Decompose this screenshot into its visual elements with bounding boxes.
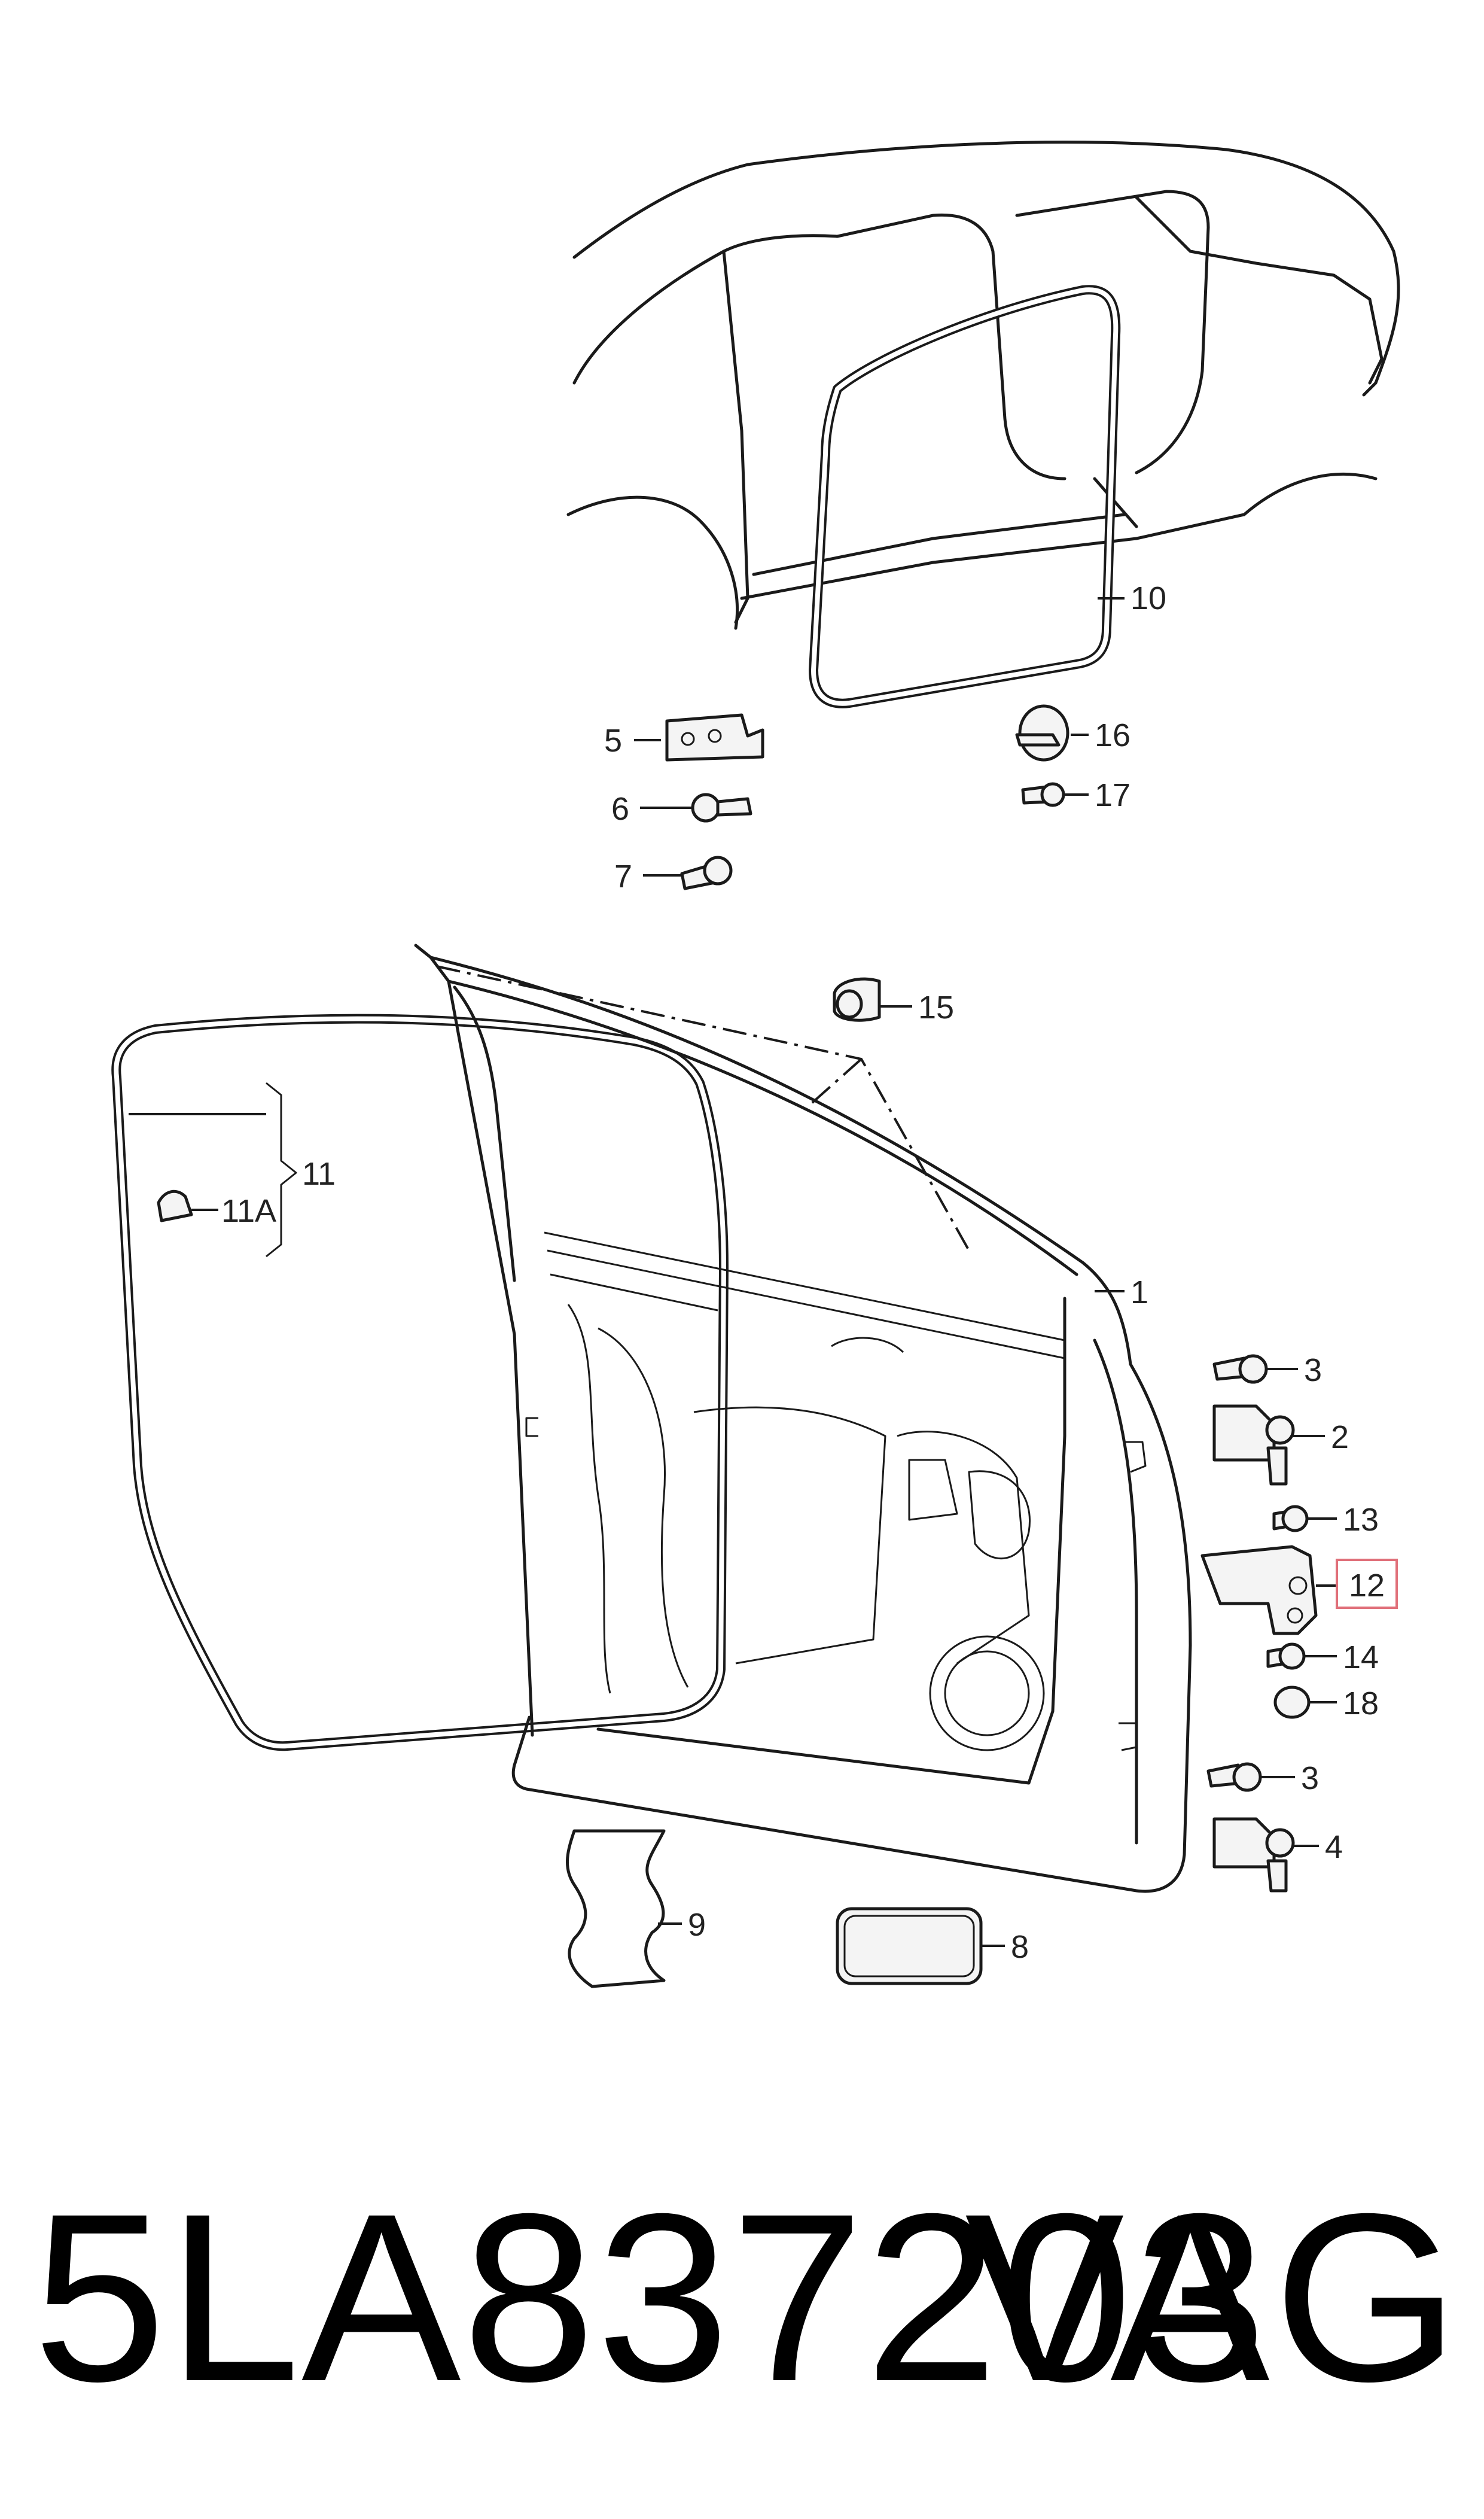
door-shell [414,944,1192,1893]
leader-lines [634,597,1337,1947]
callout-17: 17 [1095,777,1130,813]
callout-15: 15 [918,990,954,1026]
door-opening-seal [809,285,1121,708]
bolt-7-icon [680,856,733,890]
callout-14: 14 [1343,1639,1379,1675]
callout-18: 18 [1343,1686,1379,1721]
callout-10: 10 [1130,580,1166,616]
callout-3-upper: 3 [1304,1352,1322,1388]
callout-13: 13 [1343,1502,1379,1538]
screw-3-upper-icon [1212,1354,1268,1384]
reference-line-15 [436,965,970,1251]
hinge-2-icon [1212,1404,1295,1486]
door-seal [111,1014,729,1751]
callout-5: 5 [604,723,622,759]
car-body-outline [566,141,1400,630]
callout-7: 7 [614,859,632,895]
striker-16-icon [1015,704,1069,762]
insulation-9-icon [565,1829,666,1988]
clip-11a-icon [157,1189,218,1222]
bracket-5-icon [665,713,764,762]
exploded-parts-diagram: 10 5 16 17 6 7 15 11 11A 1 3 2 13 12 14 … [111,141,1400,1988]
callout-8: 8 [1011,1929,1029,1965]
callout-11: 11 [302,1156,336,1192]
callout-12: 12 [1349,1568,1385,1604]
bolt-13-icon [1272,1505,1309,1532]
callout-11a: 11A [221,1193,276,1229]
callout-9: 9 [688,1907,706,1943]
bolt-14-icon [1266,1642,1306,1670]
cover-8-icon [836,1907,983,1985]
callout-3-lower: 3 [1301,1760,1319,1796]
cap-18-icon [1273,1686,1311,1719]
callout-6: 6 [611,791,629,827]
screw-3-lower-icon [1206,1762,1262,1792]
hinge-4-icon [1212,1817,1295,1893]
grommet-15-icon [833,977,881,1022]
door-check-strap-12-icon [1200,1545,1318,1635]
brand-name: VAG [964,2164,1463,2431]
part-number: 5LA837203 [33,2164,1268,2431]
callout-16: 16 [1095,717,1130,753]
callout-4: 4 [1325,1829,1343,1865]
callout-1: 1 [1130,1274,1148,1310]
bolt-6-icon [691,793,752,823]
screw-17-icon [1021,782,1065,807]
callout-12-highlight [1336,1559,1398,1609]
callout-2: 2 [1331,1419,1349,1455]
bracket-11 [129,1082,297,1258]
